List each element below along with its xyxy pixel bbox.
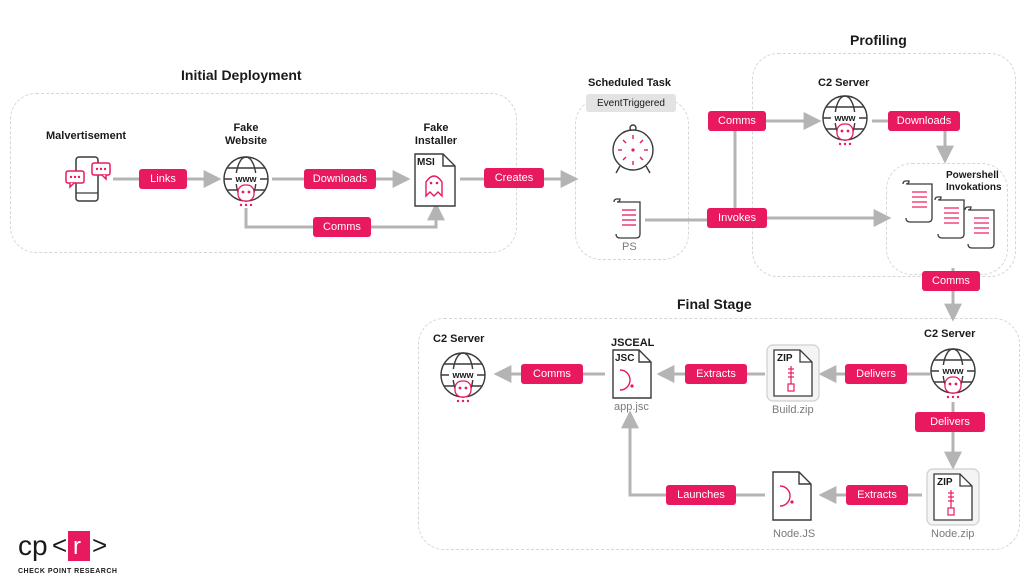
edge-downloads-2: Downloads <box>888 111 960 131</box>
final-stage-region <box>418 318 1020 550</box>
edge-comms-4: Comms <box>521 364 583 384</box>
arrow-launches <box>621 410 765 497</box>
edge-extracts-1: Extracts <box>685 364 747 384</box>
scheduled-task-label: Scheduled Task <box>588 77 671 89</box>
edge-downloads-1: Downloads <box>304 169 376 189</box>
zip-text: ZIP <box>937 477 953 488</box>
ps-caption: PS <box>622 241 637 253</box>
www-text: www <box>833 113 856 123</box>
www-text: www <box>941 366 964 376</box>
svg-text:>: > <box>92 530 107 560</box>
www-text: www <box>234 174 257 184</box>
build-zip-icon: ZIP <box>766 344 820 402</box>
build-zip-caption: Build.zip <box>772 404 814 416</box>
svg-text:r: r <box>73 533 81 560</box>
jsc-text: JSC <box>615 353 634 364</box>
svg-text:cp: cp <box>18 530 48 561</box>
final-stage-title: Final Stage <box>677 296 752 312</box>
malvertisement-phone-icon <box>65 156 111 202</box>
c2-server-final-left-label: C2 Server <box>433 333 485 345</box>
fake-website-globe-icon: www <box>223 156 269 207</box>
edge-delivers-1: Delivers <box>845 364 907 384</box>
profiling-region <box>752 53 1016 277</box>
edge-launches: Launches <box>666 485 736 505</box>
c2-server-profiling-globe-icon: www <box>822 95 868 146</box>
c2-server-final-left-globe-icon: www <box>440 352 486 403</box>
node-js-caption: Node.JS <box>773 528 816 540</box>
fake-installer-label: Fake Installer <box>414 122 458 147</box>
c2-server-final-right-label: C2 Server <box>924 328 976 340</box>
edge-comms-2: Comms <box>708 111 766 131</box>
edge-delivers-2: Delivers <box>915 412 985 432</box>
jsc-file-icon: JSC <box>612 349 652 399</box>
check-point-research-logo: cp < r > <box>18 530 107 561</box>
powershell-scripts-icon <box>902 180 995 249</box>
edge-invokes: Invokes <box>707 208 767 228</box>
fake-website-label: Fake Website <box>225 122 267 147</box>
edge-comms-3: Comms <box>922 271 980 291</box>
profiling-title: Profiling <box>850 32 907 48</box>
zip-text: ZIP <box>777 353 793 364</box>
initial-deployment-title: Initial Deployment <box>181 67 302 83</box>
c2-server-final-right-globe-icon: www <box>930 348 976 399</box>
www-text: www <box>451 370 474 380</box>
edge-extracts-2: Extracts <box>846 485 908 505</box>
alarm-clock-icon <box>612 124 654 174</box>
node-zip-icon: ZIP <box>926 468 980 526</box>
arrow-comms-2 <box>645 112 822 222</box>
msi-file-icon: MSI <box>414 153 456 207</box>
node-js-file-icon <box>772 471 812 521</box>
malvertisement-label: Malvertisement <box>46 130 127 142</box>
msi-text: MSI <box>417 157 435 168</box>
ps-script-icon <box>613 198 641 239</box>
jsceal-label: JSCEAL <box>611 337 655 349</box>
node-zip-caption: Node.zip <box>931 528 975 540</box>
event-triggered-tag: EventTriggered <box>586 94 676 112</box>
edge-creates: Creates <box>484 168 544 188</box>
edge-links: Links <box>139 169 187 189</box>
svg-text:<: < <box>52 530 67 560</box>
c2-server-profiling-label: C2 Server <box>818 77 870 89</box>
powershell-invokations-label: Powershell Invokations <box>946 170 1002 193</box>
logo-subtitle: CHECK POINT RESEARCH <box>18 568 118 575</box>
edge-comms-1: Comms <box>313 217 371 237</box>
app-jsc-caption: app.jsc <box>614 401 649 413</box>
